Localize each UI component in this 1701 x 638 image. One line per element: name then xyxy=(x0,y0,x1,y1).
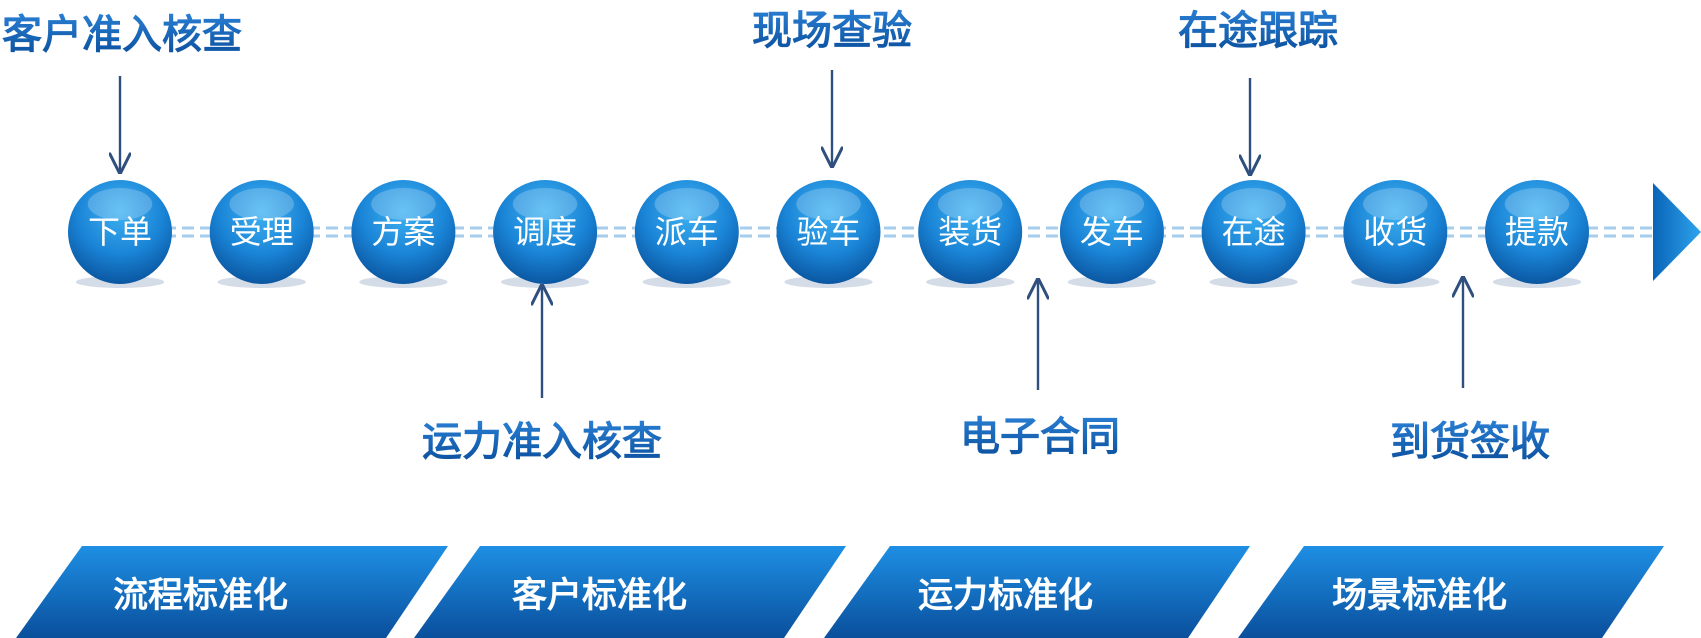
step-node-highlight xyxy=(796,188,861,220)
step-node-label: 派车 xyxy=(655,213,719,251)
step-node-label: 装货 xyxy=(938,213,1002,251)
annotation-customer-check: 客户准入核查 xyxy=(2,12,242,58)
band-scenario xyxy=(1238,546,1664,638)
annotation-e-contract: 电子合同 xyxy=(960,414,1120,460)
step-node-label: 收货 xyxy=(1363,213,1427,251)
annotation-delivery-signoff: 到货签收 xyxy=(1390,419,1550,465)
step-node: 发车 xyxy=(1059,180,1164,288)
step-node-label: 验车 xyxy=(796,213,860,251)
band-capacity xyxy=(824,546,1250,638)
step-node-circle xyxy=(493,180,598,284)
step-node-circle xyxy=(918,180,1023,284)
step-node-label: 提款 xyxy=(1505,213,1569,251)
band-label: 流程标准化 xyxy=(113,576,288,616)
band-label: 客户标准化 xyxy=(512,575,687,616)
step-node-highlight xyxy=(1221,188,1286,220)
step-node-highlight xyxy=(512,188,578,220)
top-annotations: 客户准入核查 现场查验 在途跟踪 xyxy=(2,8,1338,174)
step-node-label: 发车 xyxy=(1080,213,1144,251)
step-node: 派车 xyxy=(634,180,739,288)
step-node-label: 在途 xyxy=(1222,213,1286,251)
step-node-highlight xyxy=(87,188,153,220)
bottom-annotations: 运力准入核查 电子合同 到货签收 xyxy=(422,278,1550,465)
step-node-label: 下单 xyxy=(88,213,152,251)
step-node-highlight xyxy=(229,188,294,220)
step-node: 在途 xyxy=(1201,180,1306,288)
step-node-circle xyxy=(1485,180,1589,284)
step-node-circle xyxy=(68,180,172,284)
annotation-transit-tracking: 在途跟踪 xyxy=(1178,8,1338,54)
step-node-circle xyxy=(1059,180,1164,284)
band-customer xyxy=(414,546,846,638)
annotation-onsite-inspection: 现场查验 xyxy=(752,8,912,54)
step-node-circle xyxy=(209,180,314,284)
step-node-circle xyxy=(1201,180,1306,284)
step-nodes: 下单 受理 方案 调度 派车 验车 装货 发车 在途 收货 提款 xyxy=(68,180,1589,288)
step-node-label: 受理 xyxy=(230,213,294,251)
standardization-bands: 流程标准化 客户标准化 运力标准化 场景标准化 xyxy=(16,546,1664,638)
step-node-highlight xyxy=(654,188,720,220)
step-node-circle xyxy=(634,180,739,284)
band-label: 场景标准化 xyxy=(1332,576,1507,616)
step-node: 调度 xyxy=(493,180,598,288)
step-node-circle xyxy=(351,180,456,284)
step-node-highlight xyxy=(1504,188,1570,220)
step-node-highlight xyxy=(371,188,436,220)
triangle-arrow-icon xyxy=(1653,183,1701,281)
band-process xyxy=(16,546,448,638)
step-node: 方案 xyxy=(351,180,456,288)
step-node: 提款 xyxy=(1485,180,1589,288)
step-node-highlight xyxy=(1079,188,1145,220)
step-node-label: 调度 xyxy=(513,213,577,251)
step-node-label: 方案 xyxy=(371,213,435,251)
step-node: 受理 xyxy=(209,180,314,288)
step-node: 装货 xyxy=(918,180,1023,288)
step-node-highlight xyxy=(937,188,1003,220)
step-node-circle xyxy=(776,180,881,284)
step-node: 收货 xyxy=(1343,180,1448,288)
step-node: 下单 xyxy=(68,180,172,288)
step-node: 验车 xyxy=(776,180,881,288)
step-node-highlight xyxy=(1363,188,1428,220)
annotation-capacity-check: 运力准入核查 xyxy=(422,419,662,465)
step-node-circle xyxy=(1343,180,1448,284)
band-label: 运力标准化 xyxy=(918,576,1093,616)
